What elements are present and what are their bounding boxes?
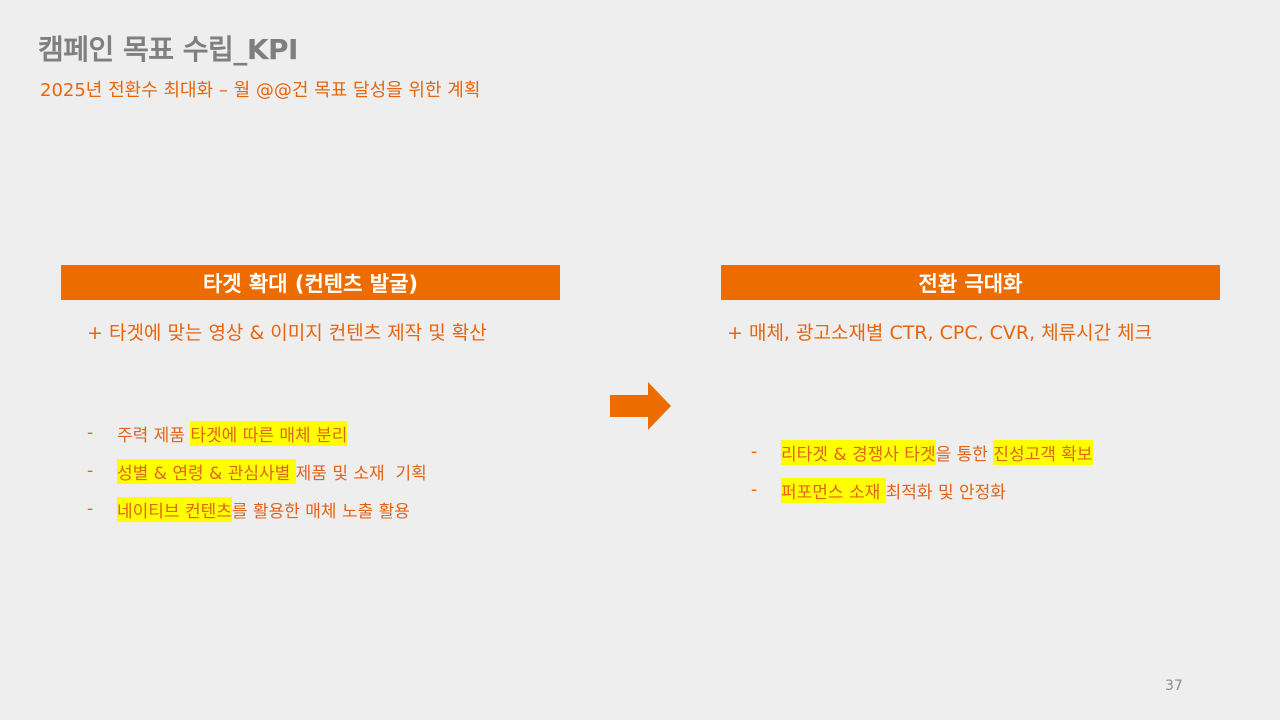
slide-title: 캠페인 목표 수립_KPI (38, 33, 298, 66)
bullet-dash: - (751, 442, 758, 462)
bullet-dash: - (87, 499, 94, 519)
bullet-item: - 주력 제품 타겟에 따른 매체 분리 (87, 414, 427, 452)
right-plus-text: + 매체, 광고소재별 CTR, CPC, CVR, 체류시간 체크 (727, 322, 1153, 344)
right-section-banner: 전환 극대화 (721, 265, 1220, 300)
highlighted-text: 리타겟 & 경쟁사 타겟 (781, 439, 936, 465)
bullet-text: 를 활용한 매체 노출 활용 (231, 501, 410, 522)
right-banner-label: 전환 극대화 (918, 271, 1023, 296)
bullet-dash: - (751, 480, 758, 500)
left-plus-text: + 타겟에 맞는 영상 & 이미지 컨텐츠 제작 및 확산 (87, 322, 487, 344)
bullet-text: 을 통한 (935, 444, 994, 465)
left-section-banner: 타겟 확대 (컨텐츠 발굴) (61, 265, 560, 300)
bullet-text: 최적화 및 안정화 (885, 482, 1006, 503)
bullet-dash: - (87, 461, 94, 481)
page-number: 37 (1165, 678, 1183, 694)
bullet-item: - 퍼포먼스 소재 최적화 및 안정화 (751, 471, 1093, 509)
bullet-text: 제품 및 소재 기획 (295, 463, 427, 484)
bullet-dash: - (87, 423, 94, 443)
highlighted-text: 성별 & 연령 & 관심사별 (117, 458, 296, 484)
bullet-item: - 성별 & 연령 & 관심사별 제품 및 소재 기획 (87, 452, 427, 490)
slide-subtitle: 2025년 전환수 최대화 – 월 @@건 목표 달성을 위한 계획 (40, 80, 481, 101)
bullet-text: 주력 제품 (117, 425, 191, 446)
left-bullet-list: - 주력 제품 타겟에 따른 매체 분리 - 성별 & 연령 & 관심사별 제품 및 … (87, 414, 427, 528)
highlighted-text: 네이티브 컨텐츠 (117, 496, 232, 522)
right-arrow-icon (610, 382, 671, 430)
highlighted-text: 타겟에 따른 매체 분리 (190, 420, 348, 446)
highlighted-text: 진성고객 확보 (993, 439, 1093, 465)
highlighted-text: 퍼포먼스 소재 (781, 477, 886, 503)
left-banner-label: 타겟 확대 (컨텐츠 발굴) (202, 271, 418, 296)
